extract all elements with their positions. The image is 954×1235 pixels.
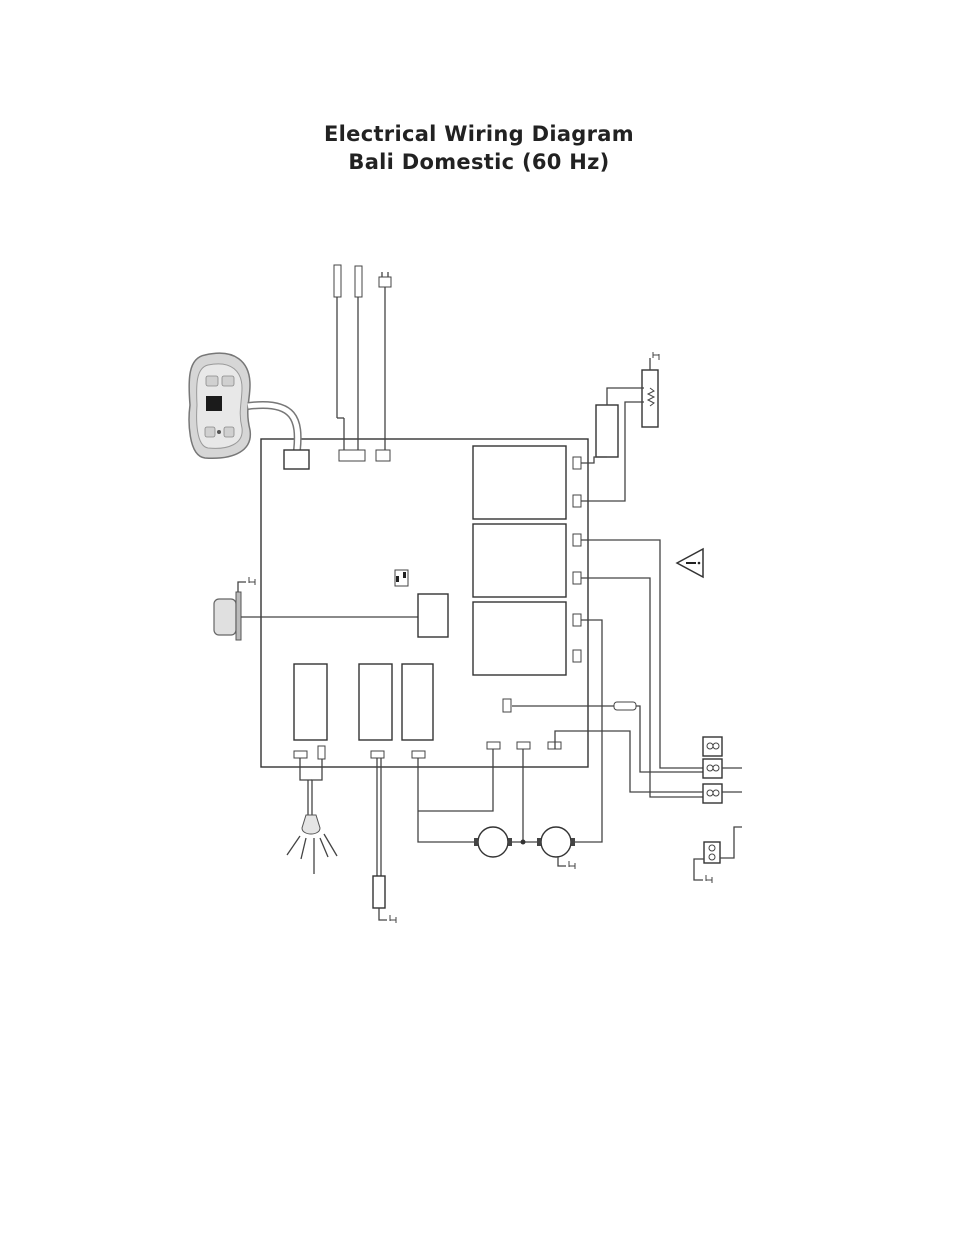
relay-1 [472,445,567,520]
sensor-connector [338,449,366,462]
ground-lug [693,826,742,884]
dip-switch [394,569,409,587]
terminal [572,571,582,585]
power-terminal-block [702,736,723,804]
flow-switch [378,272,392,450]
relay-3 [472,601,567,676]
warning-triangle-icon [675,547,704,579]
terminal [516,741,531,750]
spa-light-icon [286,814,338,874]
panel-display [206,396,222,411]
sensor-2 [354,265,363,450]
ozone-connector [417,593,449,638]
junction [520,839,526,845]
terminal [572,613,582,627]
relay-2 [472,523,567,598]
fuse [613,701,637,711]
relay-5 [358,663,393,741]
pump-motor-icon [537,826,576,870]
terminal [317,745,326,760]
terminal [293,750,308,759]
panel-connector [283,449,310,470]
terminal [486,741,501,750]
diagram-title: Electrical Wiring Diagram Bali Domestic … [0,120,954,176]
heater [595,351,660,458]
terminal [572,494,582,508]
title-line-1: Electrical Wiring Diagram [324,122,634,146]
spa-topside-control-panel[interactable] [188,352,251,459]
relay-4 [293,663,328,741]
terminal [572,456,582,470]
terminal [572,533,582,547]
flow-switch-connector [375,449,391,462]
panel-button-icon[interactable] [221,375,235,387]
title-line-2: Bali Domestic (60 Hz) [348,150,610,174]
ozone-generator [372,875,397,924]
ozonator [213,576,256,641]
panel-right-button-icon[interactable] [223,426,235,438]
panel-button-icon[interactable] [205,375,219,387]
terminal [502,698,512,713]
terminal [572,649,582,663]
sensor-1 [333,264,345,450]
panel-info-icon [217,430,221,434]
relay-6 [401,663,434,741]
panel-left-button-icon[interactable] [204,426,216,438]
pump-motor-icon [474,826,512,858]
terminal [370,750,385,759]
terminal [411,750,426,759]
